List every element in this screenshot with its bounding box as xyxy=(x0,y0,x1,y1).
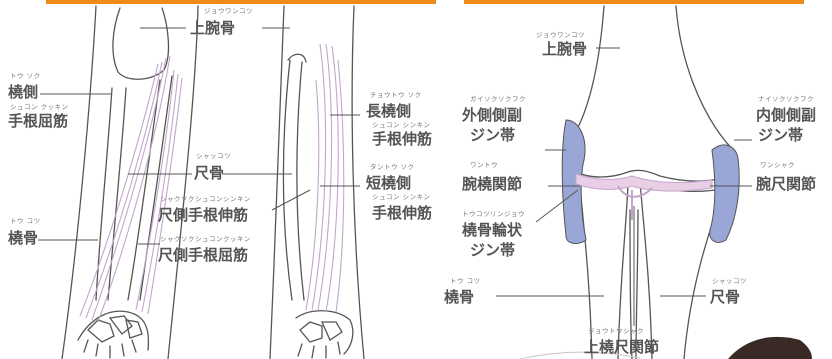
flexor-ulnaris-ruby: シャクソクシュコンクッキン xyxy=(160,236,251,243)
annular-ligament-label-2: ジン帯 xyxy=(470,241,515,259)
leader-extensor-ulnaris xyxy=(272,190,310,210)
left-arm1-metacarpals xyxy=(84,340,136,358)
humerus-label-right: 上腕骨 xyxy=(542,40,587,58)
extensor-longus-label-2: 手根伸筋 xyxy=(372,130,432,148)
left-arm1-inner-contour xyxy=(168,6,198,359)
medial-ligament-label-1: 内側側副 xyxy=(756,106,816,124)
proximal-radioulnar-ruby: ジョウトウシャク xyxy=(588,328,644,335)
radius-ruby-right: トウ コツ xyxy=(450,278,481,285)
lateral-ligament-ruby: ガイソクソクフク xyxy=(470,96,526,103)
humeroulnar-ruby: ワンシャク xyxy=(760,162,795,169)
right-interosseous xyxy=(630,210,632,359)
ulna-label-left: 尺骨 xyxy=(194,164,224,182)
extensor-longus-label-1: 長橈側 xyxy=(366,102,411,120)
humeroradial-ruby: ワントウ xyxy=(470,162,498,169)
humerus-label-left: 上腕骨 xyxy=(190,19,235,37)
flexor-radialis-ruby: シュコン クッキン xyxy=(10,104,68,111)
medial-ligament-ruby: ナイソクソクフク xyxy=(758,96,814,103)
left-arm2-radius-head xyxy=(288,54,306,62)
decorative-dark-shape xyxy=(728,337,812,359)
extensor-longus-ruby: チョウトウ ソク xyxy=(370,92,422,99)
extensor-brevis-label-2: 手根伸筋 xyxy=(372,204,432,222)
extensor-longus-fiber-3 xyxy=(326,46,338,312)
extensor-brevis-ruby-2: シュコン シンキン xyxy=(372,194,430,201)
medial-collateral-ligament-shape xyxy=(710,145,740,242)
ulna-ruby-left: シャッコツ xyxy=(196,153,231,160)
radius-label-right: 橈骨 xyxy=(444,288,474,306)
extensor-ulnaris-label: 尺側手根伸筋 xyxy=(158,206,248,224)
humerus-ruby-right: ジョウワンコツ xyxy=(536,32,585,39)
radialis-ruby: トウ ソク xyxy=(10,73,41,80)
lateral-ligament-label-1: 外側側副 xyxy=(462,106,522,124)
proximal-radioulnar-label: 上橈尺関節 xyxy=(584,338,659,356)
humeroradial-label: 腕橈関節 xyxy=(462,175,522,193)
flexor-ulnaris-label: 尺側手根屈筋 xyxy=(158,246,248,264)
ulna-label-right: 尺骨 xyxy=(710,288,740,306)
lateral-ligament-label-2: ジン帯 xyxy=(470,126,515,144)
humeroulnar-label: 腕尺関節 xyxy=(756,175,816,193)
extensor-brevis-label-1: 短橈側 xyxy=(366,174,411,192)
left-arm2-metacarpals xyxy=(298,342,340,358)
ulna-ruby-right: シャッコツ xyxy=(712,278,747,285)
radius-ruby-left: トウ コツ xyxy=(10,218,41,225)
left-arm2-wrist xyxy=(296,311,353,354)
extensor-longus-ruby-2: シュコン シンキン xyxy=(372,122,430,129)
left-arm2-outer-contour xyxy=(270,6,284,359)
radius-label-left: 橈骨 xyxy=(8,229,38,247)
medial-ligament-label-2: ジン帯 xyxy=(758,126,803,144)
extensor-brevis-ruby: タントウ ソク xyxy=(370,164,415,171)
flexor-carpi-radialis-fiber-3 xyxy=(80,64,158,316)
left-arm2-carpals xyxy=(300,322,342,342)
left-arm2-inner-contour xyxy=(352,6,364,359)
humerus-ruby-left: ジョウワンコツ xyxy=(204,8,253,15)
left-arm2-radius-a xyxy=(283,60,292,300)
flexor-radialis-label: 手根屈筋 xyxy=(8,112,68,130)
left-arm2-radius-b xyxy=(297,62,304,300)
extensor-ulnaris-ruby: シャクソクシュコンシンキン xyxy=(160,196,251,203)
annular-ligament-label-1: 橈骨輪状 xyxy=(462,221,522,239)
annular-ligament-ruby: トウコツリンジョウ xyxy=(462,211,525,218)
radialis-label: 橈側 xyxy=(8,83,38,101)
right-interosseous-2 xyxy=(636,210,638,359)
